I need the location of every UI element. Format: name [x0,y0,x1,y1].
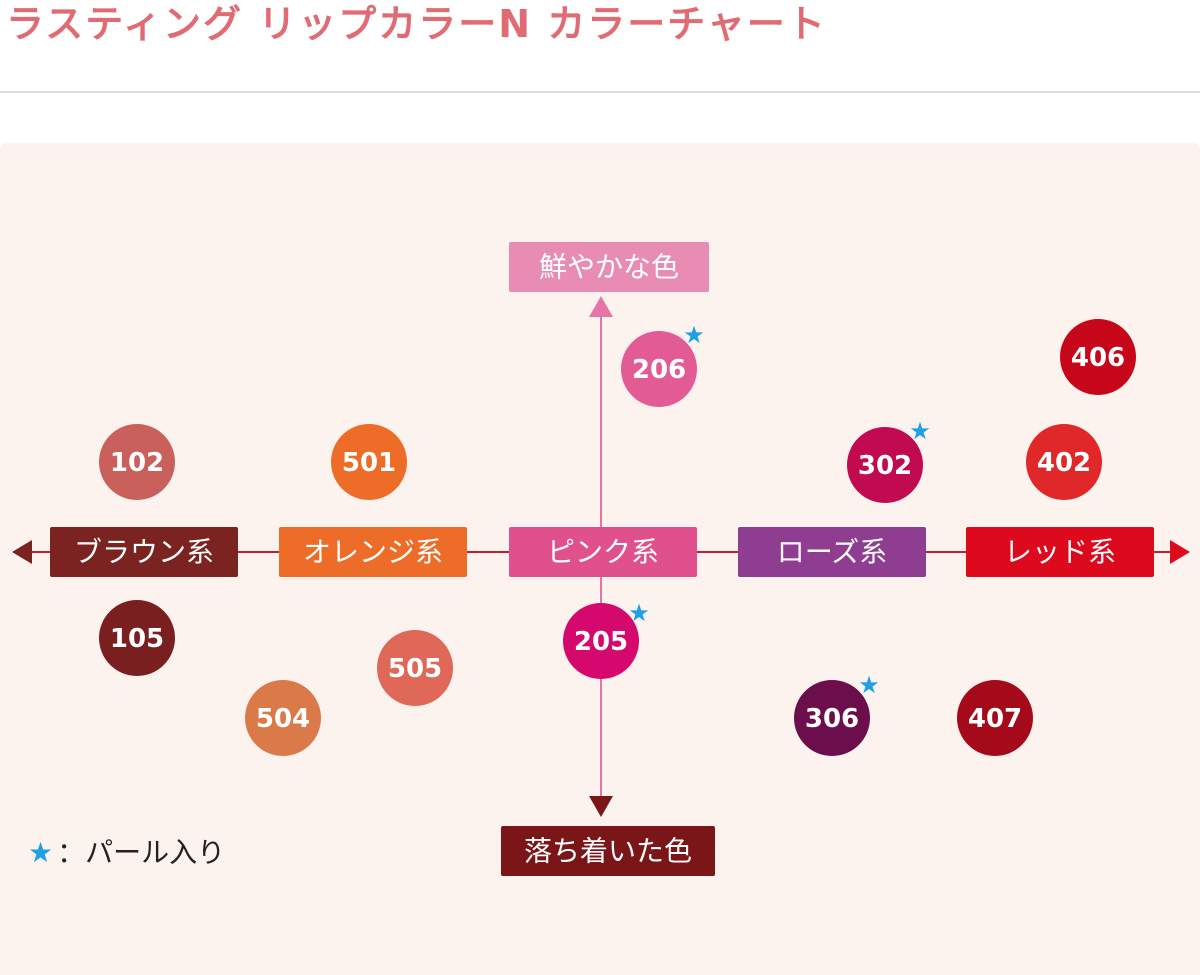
axis-label-subdued-box [501,826,715,876]
swatch-505-code: 505 [388,654,442,684]
swatch-504-code: 504 [256,704,310,734]
family-red-label: レッド系 [1004,536,1116,569]
family-orange-label: オレンジ系 [303,536,443,569]
page-title: ラスティング リップカラーN カラーチャート [6,2,827,46]
pearl-legend: ★：パール入り [28,833,225,873]
axis-label-vivid-text: 鮮やかな色 [539,251,679,284]
family-orange: オレンジ系 [279,527,467,577]
family-orange-box [279,527,467,577]
swatch-406: 406 [1060,319,1136,395]
swatch-105-circle [99,600,175,676]
up-arrow-icon [589,296,613,317]
down-arrow-icon [589,796,613,817]
swatch-407-circle [957,680,1033,756]
swatch-402: 402 [1026,424,1102,500]
axis-label-subdued-text: 落ち着いた色 [524,835,692,868]
family-rose-label: ローズ系 [777,536,888,569]
swatch-406-code: 406 [1071,343,1125,373]
pearl-star-icon: ★ [909,417,931,445]
swatch-402-code: 402 [1037,448,1091,478]
pearl-legend-text: ：パール入り [57,836,226,869]
pearl-star-icon: ★ [683,321,705,349]
swatch-504-circle [245,680,321,756]
swatch-206-code: 206 [632,355,686,385]
swatch-302-circle [847,427,923,503]
swatch-206-circle [621,331,697,407]
color-chart-diagram: 鮮やかな色 落ち着いた色 ブラウン系 オレンジ系 ピンク系 ローズ系 レッド系 [12,242,1190,876]
swatch-102-code: 102 [110,448,164,478]
swatch-105: 105 [99,600,175,676]
swatch-302: 302 ★ [847,417,931,503]
family-brown: ブラウン系 [50,527,238,577]
swatch-205: 205 ★ [563,599,650,679]
swatch-205-circle [563,603,639,679]
family-rose-box [738,527,926,577]
swatch-505-circle [377,630,453,706]
swatch-407-code: 407 [968,704,1022,734]
pearl-star-icon: ★ [858,671,880,699]
swatch-406-circle [1060,319,1136,395]
swatch-306: 306 ★ [794,671,880,756]
swatch-505: 505 [377,630,453,706]
pearl-star-icon: ★ [628,599,650,627]
swatch-205-code: 205 [574,627,628,657]
swatch-306-circle [794,680,870,756]
right-arrow-icon [1170,540,1190,564]
swatch-105-code: 105 [110,624,164,654]
swatch-302-code: 302 [858,451,912,481]
swatch-402-circle [1026,424,1102,500]
swatch-206: 206 ★ [621,321,705,407]
pearl-star-icon: ★ [28,836,54,869]
swatch-501-circle [331,424,407,500]
color-chart-panel: 鮮やかな色 落ち着いた色 ブラウン系 オレンジ系 ピンク系 ローズ系 レッド系 [0,143,1200,975]
swatch-501: 501 [331,424,407,500]
swatch-306-code: 306 [805,704,859,734]
swatch-501-code: 501 [342,448,396,478]
family-rose: ローズ系 [738,527,926,577]
family-pink-label: ピンク系 [547,536,659,569]
swatch-102: 102 [99,424,175,500]
swatch-102-circle [99,424,175,500]
family-pink: ピンク系 [509,527,697,577]
family-red: レッド系 [966,527,1154,577]
family-pink-box [509,527,697,577]
left-arrow-icon [12,540,32,564]
swatch-504: 504 [245,680,321,756]
axis-label-vivid: 鮮やかな色 [509,242,709,292]
family-brown-box [50,527,238,577]
family-brown-label: ブラウン系 [74,536,214,569]
title-divider [0,91,1200,93]
swatch-407: 407 [957,680,1033,756]
axis-label-vivid-box [509,242,709,292]
axis-label-subdued: 落ち着いた色 [501,826,715,876]
family-red-box [966,527,1154,577]
